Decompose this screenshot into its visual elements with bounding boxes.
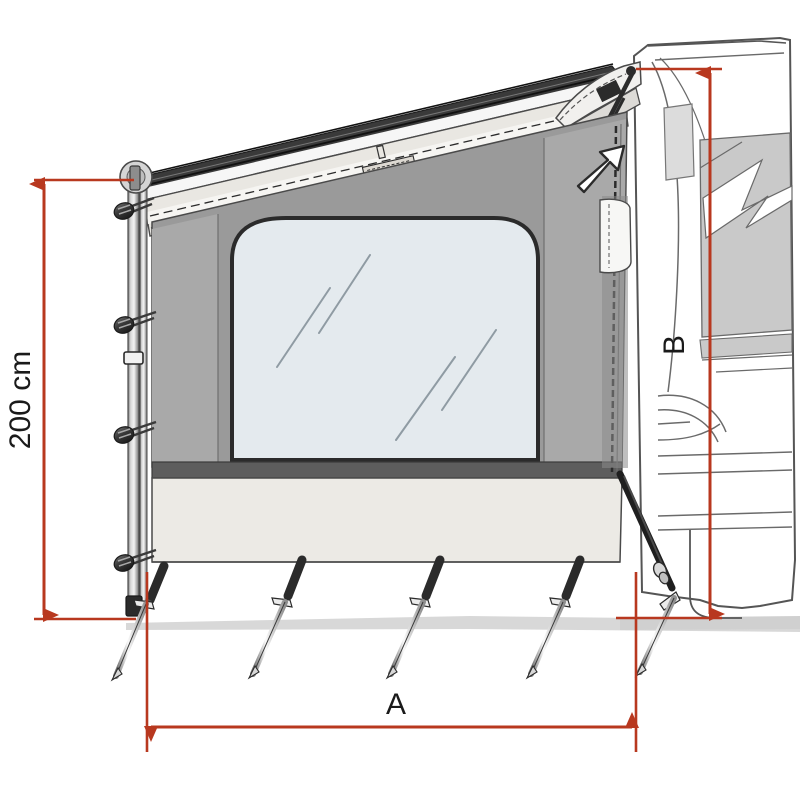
knob-1 (113, 196, 155, 220)
dimension-width-label: A (386, 688, 406, 721)
rear-tension-strut (616, 470, 676, 592)
dimension-width-a: A (144, 572, 639, 752)
pole-knobs (113, 196, 157, 572)
peg-2 (247, 555, 307, 680)
knob-3 (113, 420, 157, 444)
side-pocket-flap (599, 198, 632, 274)
ground-pegs (110, 555, 681, 682)
vehicle-body (632, 36, 797, 619)
left-support-pole (119, 160, 153, 617)
dimension-vehicle-height-label: B (658, 335, 691, 355)
peg-4 (525, 555, 585, 680)
peg-5 (634, 591, 681, 678)
pointer-arrow-icon (576, 144, 626, 194)
dimension-height-label: 200 cm (4, 351, 37, 449)
peg-3 (385, 555, 445, 680)
dimension-height-200cm: 200 cm (4, 177, 136, 622)
dimension-height-b: B (616, 66, 725, 621)
knob-2 (113, 310, 157, 334)
knob-4 (113, 548, 157, 572)
peg-1 (110, 561, 169, 682)
side-panel-fabric (151, 111, 632, 563)
